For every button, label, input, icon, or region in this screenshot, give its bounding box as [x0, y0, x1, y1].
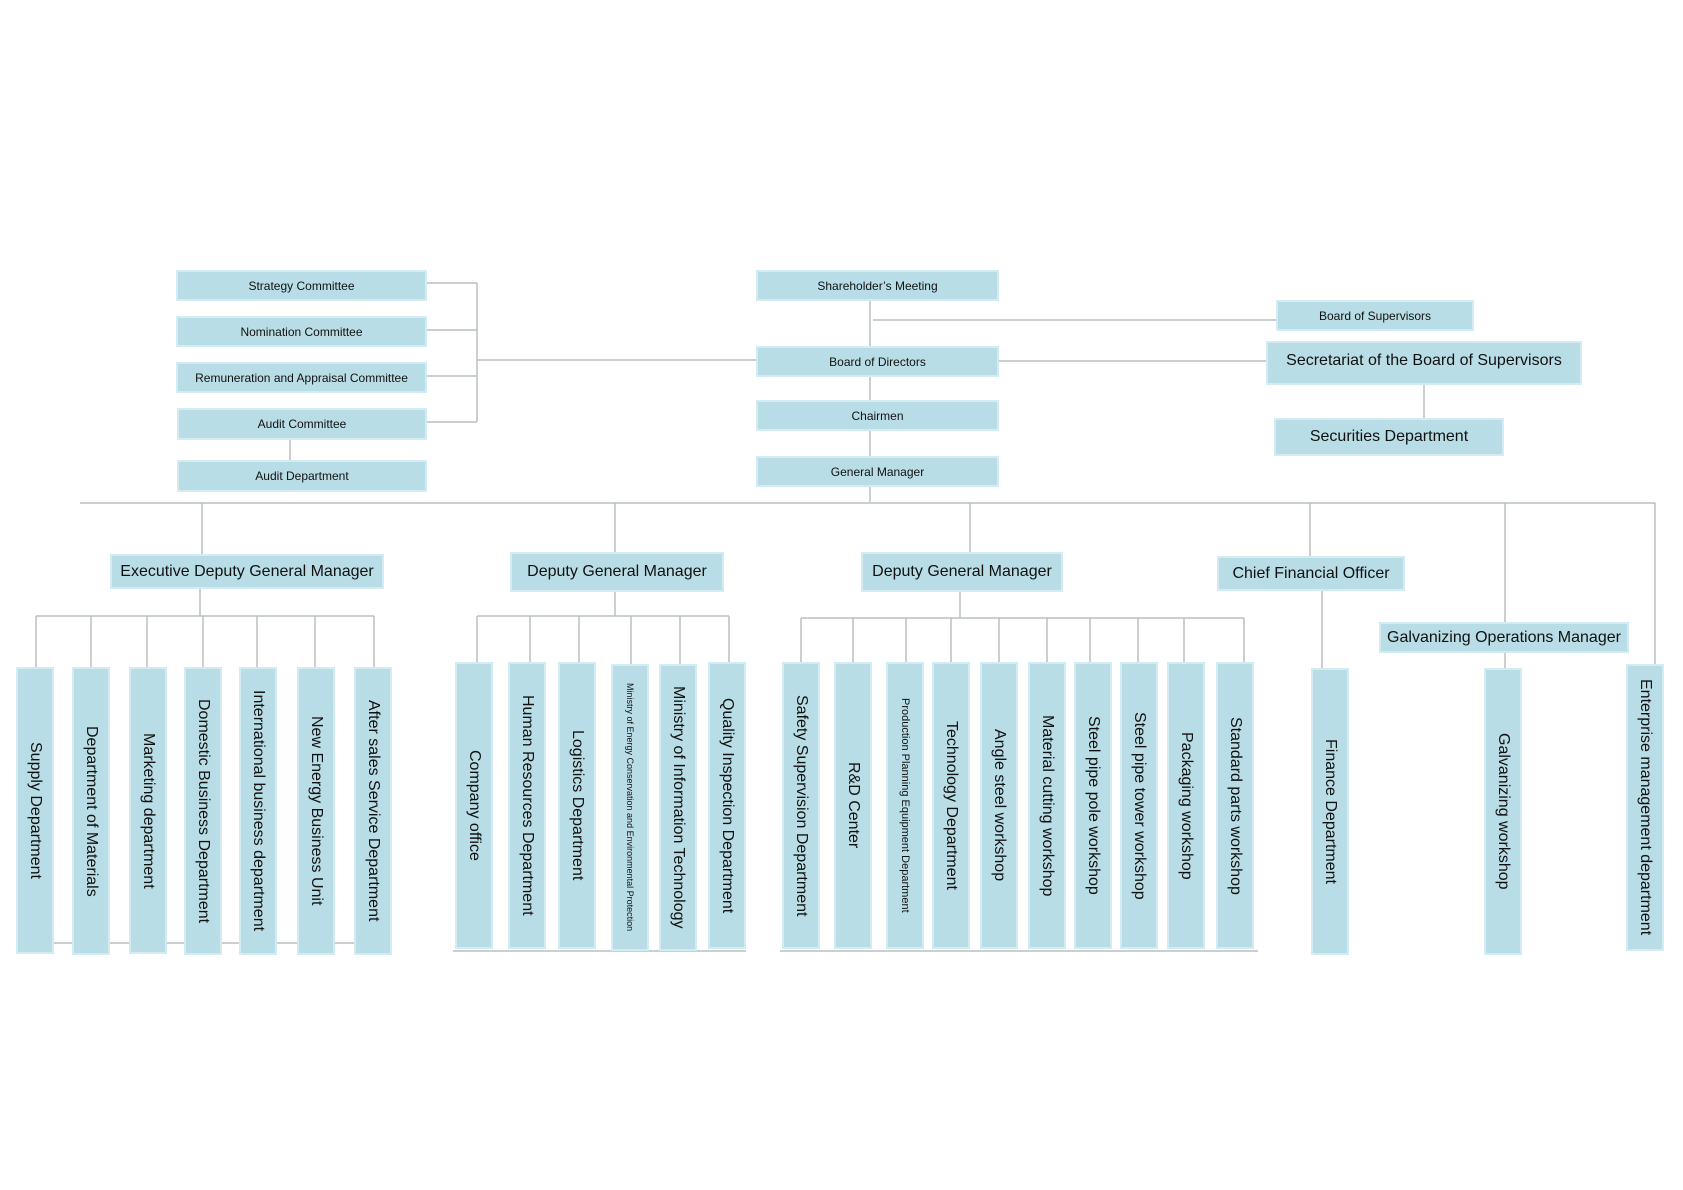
- dept-galvanizing-workshop: Galvanizing workshop: [1484, 668, 1522, 955]
- strategy-committee-box: Strategy Committee: [176, 270, 427, 301]
- dept-logistics: Logistics Department: [558, 662, 596, 949]
- dept-label: Ministry of Energy Conservation and Envi…: [625, 683, 635, 932]
- secretariat-label: Secretariat of the Board of Supervisors: [1286, 352, 1562, 369]
- nomination-committee-label: Nomination Committee: [240, 324, 363, 339]
- dept-label: International business department: [250, 690, 267, 932]
- dept-label: New Energy Business Unit: [308, 716, 325, 906]
- dept-label: Steel pipe pole workshop: [1085, 716, 1102, 895]
- dept-label: Safety Supervision Department: [793, 694, 810, 917]
- deputy-gm-2-label: Deputy General Manager: [872, 563, 1052, 580]
- dept-quality-inspection: Quality Inspection Department: [708, 662, 746, 949]
- dept-label: Production Planning Equipment Department: [899, 698, 911, 913]
- general-manager-box: General Manager: [756, 456, 999, 487]
- dept-label: Marketing department: [140, 732, 157, 889]
- cfo-label: Chief Financial Officer: [1232, 564, 1390, 582]
- shareholders-meeting-label: Shareholder’s Meeting: [817, 278, 938, 293]
- dept-label: Company office: [466, 750, 483, 861]
- dept-steel-pipe-pole-workshop: Steel pipe pole workshop: [1074, 662, 1112, 949]
- dept-packaging-workshop: Packaging workshop: [1167, 662, 1205, 949]
- shareholders-meeting-box: Shareholder’s Meeting: [756, 270, 999, 301]
- board-of-supervisors-label: Board of Supervisors: [1318, 308, 1432, 323]
- dept-label: Galvanizing workshop: [1495, 733, 1512, 890]
- dept-label: Ministry of Information Technology: [670, 686, 687, 929]
- dept-label: Material cutting workshop: [1039, 714, 1056, 897]
- remuneration-committee-box: Remuneration and Appraisal Committee: [176, 362, 427, 393]
- dept-label: Domestic Business Department: [195, 698, 212, 924]
- dept-label: Steel pipe tower workshop: [1131, 711, 1148, 900]
- chairmen-box: Chairmen: [756, 400, 999, 431]
- dept-label: Packaging workshop: [1178, 731, 1195, 880]
- secretariat-box: Secretariat of the Board of Supervisors: [1266, 341, 1582, 385]
- dept-label: Technology Department: [943, 721, 960, 890]
- dept-label: Finance Department: [1322, 739, 1339, 884]
- strategy-committee-label: Strategy Committee: [248, 278, 355, 293]
- dept-label: Angle steel workshop: [991, 729, 1008, 882]
- dept-enterprise-management: Enterprise management department: [1626, 664, 1664, 951]
- deputy-gm-1-label: Deputy General Manager: [527, 563, 707, 580]
- executive-deputy-gm-label: Executive Deputy General Manager: [120, 562, 374, 580]
- galvanizing-ops-manager-label: Galvanizing Operations Manager: [1387, 628, 1621, 646]
- audit-committee-label: Audit Committee: [257, 417, 347, 431]
- securities-department-box: Securities Department: [1274, 418, 1504, 456]
- dept-technology: Technology Department: [932, 662, 970, 949]
- dept-materials: Department of Materials: [72, 667, 110, 955]
- nomination-committee-box: Nomination Committee: [176, 316, 427, 347]
- dept-after-sales: After sales Service Department: [354, 667, 392, 955]
- dept-label: Logistics Department: [569, 730, 586, 881]
- deputy-gm-2-box: Deputy General Manager: [861, 552, 1063, 592]
- dept-energy-conservation: Ministry of Energy Conservation and Envi…: [611, 664, 649, 951]
- dept-label: Quality Inspection Department: [719, 697, 736, 914]
- galvanizing-ops-manager-box: Galvanizing Operations Manager: [1379, 622, 1629, 653]
- dept-marketing: Marketing department: [129, 667, 167, 954]
- dept-human-resources: Human Resources Department: [508, 662, 546, 949]
- dept-safety-supervision: Safety Supervision Department: [782, 662, 820, 949]
- audit-department-box: Audit Department: [177, 460, 427, 492]
- dept-label: Enterprise management department: [1637, 679, 1654, 936]
- general-manager-label: General Manager: [830, 464, 925, 479]
- dept-angle-steel-workshop: Angle steel workshop: [980, 662, 1018, 949]
- dept-standard-parts-workshop: Standard parts workshop: [1216, 662, 1254, 949]
- dept-label: Human Resources Department: [519, 695, 536, 916]
- dept-new-energy: New Energy Business Unit: [297, 667, 335, 955]
- remuneration-committee-label: Remuneration and Appraisal Committee: [195, 370, 408, 385]
- dept-steel-pipe-tower-workshop: Steel pipe tower workshop: [1120, 662, 1158, 949]
- dept-label: Supply Department: [27, 742, 44, 879]
- chairmen-label: Chairmen: [851, 408, 904, 423]
- securities-department-label: Securities Department: [1309, 428, 1469, 445]
- dept-label: Department of Materials: [83, 725, 100, 897]
- dept-production-planning: Production Planning Equipment Department: [886, 662, 924, 949]
- audit-department-label: Audit Department: [255, 469, 349, 483]
- dept-company-office: Company office: [455, 662, 493, 949]
- dept-domestic-business: Domestic Business Department: [184, 667, 222, 955]
- dept-supply: Supply Department: [16, 667, 54, 954]
- audit-committee-box: Audit Committee: [177, 408, 427, 440]
- dept-rd-center: R&D Center: [834, 662, 872, 949]
- dept-label: Standard parts workshop: [1227, 716, 1244, 895]
- dept-material-cutting-workshop: Material cutting workshop: [1028, 662, 1066, 949]
- deputy-gm-1-box: Deputy General Manager: [510, 552, 724, 592]
- board-of-directors-label: Board of Directors: [829, 354, 926, 369]
- dept-label: R&D Center: [845, 762, 862, 849]
- board-of-supervisors-box: Board of Supervisors: [1276, 300, 1474, 331]
- dept-information-technology: Ministry of Information Technology: [659, 664, 697, 951]
- board-of-directors-box: Board of Directors: [756, 346, 999, 377]
- executive-deputy-gm-box: Executive Deputy General Manager: [110, 554, 384, 589]
- dept-international-business: International business department: [239, 667, 277, 955]
- cfo-box: Chief Financial Officer: [1217, 556, 1405, 591]
- dept-label: After sales Service Department: [365, 700, 382, 922]
- dept-finance: Finance Department: [1311, 668, 1349, 955]
